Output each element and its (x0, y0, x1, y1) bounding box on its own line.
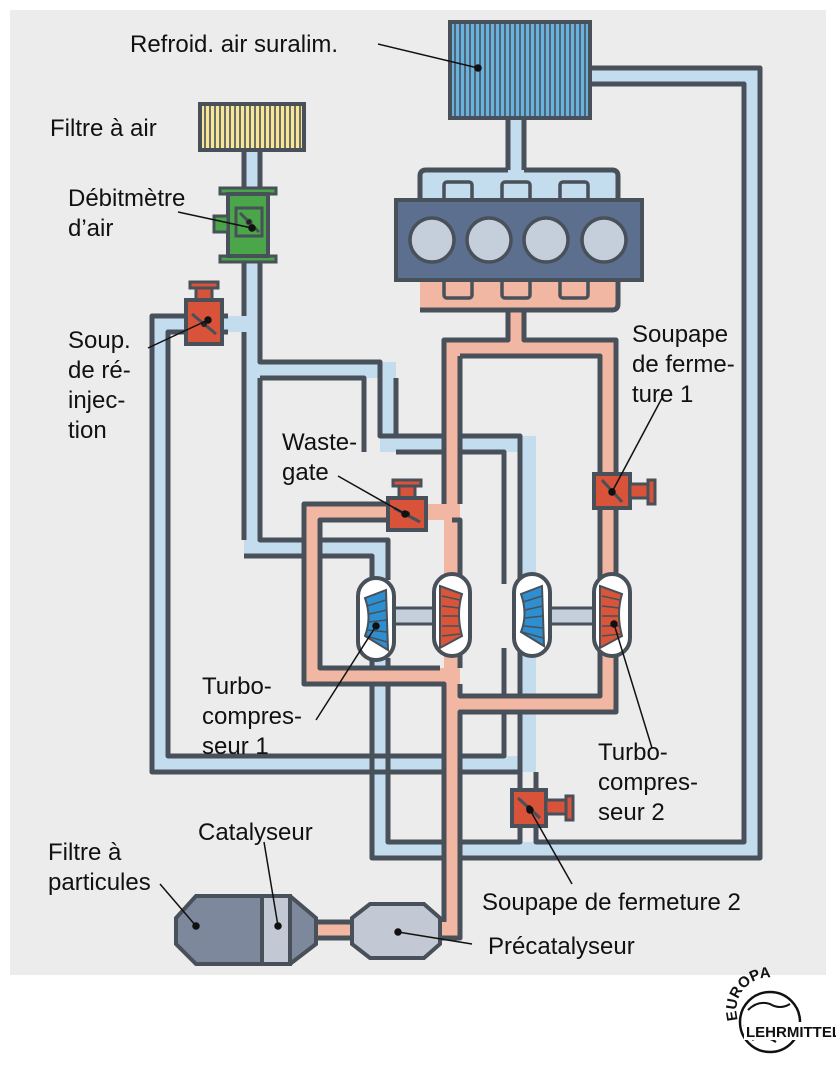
label-turbo2-2: compres- (598, 769, 698, 796)
label-wastegate-1: Waste- (282, 429, 357, 456)
wastegate-valve (386, 478, 428, 532)
label-shutoff2: Soupape de fermeture 2 (482, 889, 741, 916)
intercooler (448, 20, 592, 120)
label-flowmeter-1: Débitmètre (68, 185, 185, 212)
europa-lehrmittel-logo: EUROPA LEHRMITTEL (723, 964, 836, 1054)
label-intercooler: Refroid. air suralim. (130, 31, 338, 58)
label-recirc-2: de ré- (68, 357, 131, 384)
label-flowmeter-2: d’air (68, 215, 113, 242)
label-precatalyst: Précatalyseur (488, 933, 635, 960)
label-shutoff1-2: de ferme- (632, 351, 735, 378)
turbine-1-wheel (439, 584, 464, 650)
label-recirc-3: injec- (68, 387, 125, 414)
label-wastegate-2: gate (282, 459, 329, 486)
label-recirc-4: tion (68, 417, 107, 444)
label-turbo2-3: seur 2 (598, 799, 665, 826)
label-shutoff1-3: ture 1 (632, 381, 693, 408)
leader-lines (147, 43, 663, 945)
label-turbo2-1: Turbo- (598, 739, 668, 766)
air-filter-fins (204, 106, 301, 148)
label-particulate-2: particules (48, 869, 151, 896)
label-catalyst: Catalyseur (198, 819, 313, 846)
label-shutoff1-1: Soupape (632, 321, 728, 348)
air-flow-meter (212, 186, 278, 264)
intake-pipes (149, 65, 763, 861)
shutoff-valve-2 (510, 788, 575, 828)
particulate-filter-catalyst (174, 894, 318, 966)
label-air-filter: Filtre à air (50, 115, 157, 142)
turbocharger-2 (512, 572, 632, 658)
intercooler-fins (454, 24, 586, 116)
diagram-panel (10, 10, 826, 975)
shutoff-valve-1 (592, 472, 657, 510)
label-turbo1-1: Turbo- (202, 673, 272, 700)
engine (394, 180, 644, 300)
air-filter (198, 102, 306, 152)
logo-bottom-text: LEHRMITTEL (746, 1024, 836, 1041)
labels: Refroid. air suralim. Filtre à air Débit… (48, 31, 741, 960)
label-recirc-1: Soup. (68, 327, 131, 354)
cylinders (408, 216, 628, 264)
recirculation-valve (184, 280, 224, 346)
label-turbo1-2: compres- (202, 703, 302, 730)
label-particulate-1: Filtre à (48, 839, 122, 866)
label-turbo1-3: seur 1 (202, 733, 269, 760)
